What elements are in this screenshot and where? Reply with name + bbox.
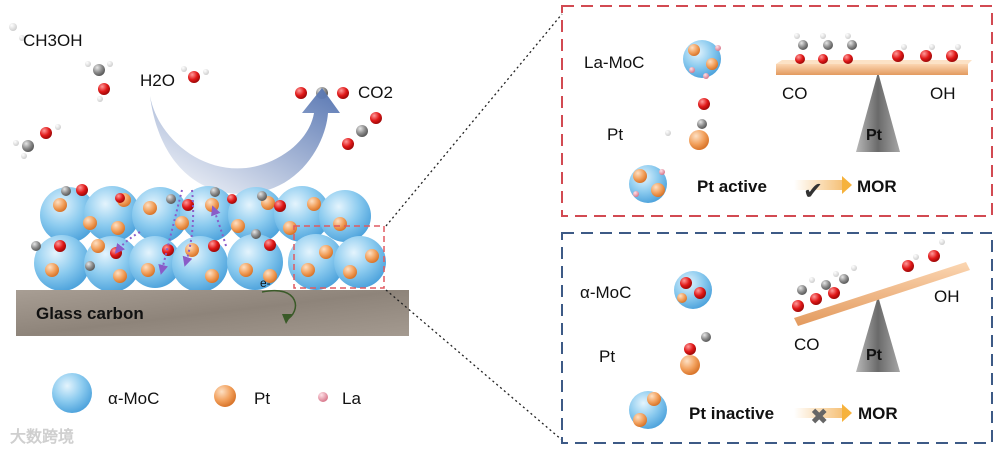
alpha-moc-particle-icon <box>674 271 712 309</box>
pt-label: Pt <box>599 347 615 366</box>
left-panel: CH3OH H2O CO2 <box>9 13 563 446</box>
legend-label-pt: Pt <box>254 389 270 408</box>
balance-left-label: CO <box>794 335 820 354</box>
result-label: MOR <box>857 177 897 196</box>
adsorbed-molecules <box>31 184 286 271</box>
methanol-molecule <box>13 124 61 159</box>
electrode-label: Glass carbon <box>36 304 144 323</box>
zoom-leader-bottom <box>385 289 563 441</box>
la-moc-panel: La-MoC Pt Pt active ✔ MOR <box>561 5 993 217</box>
legend: α-MoC Pt La <box>52 373 361 413</box>
balance-scale: Pt CO OH <box>792 239 970 372</box>
pt-label: Pt <box>607 125 623 144</box>
methanol-label: CH3OH <box>23 31 83 50</box>
catalyst-layer <box>31 184 386 292</box>
inactive-catalyst-icon <box>629 391 667 429</box>
fulcrum-icon <box>856 72 900 152</box>
balance-scale: Pt CO OH <box>776 33 972 152</box>
orange-sphere-icon <box>214 385 236 407</box>
co-adsorbates <box>792 265 857 312</box>
oh-adsorbates <box>892 44 961 62</box>
legend-label-la: La <box>342 389 361 408</box>
result-label: MOR <box>858 404 898 423</box>
electron-arrow <box>261 289 297 321</box>
la-moc-particle-icon <box>683 40 721 79</box>
alpha-moc-panel: α-MoC Pt Pt inactive ✖ MOR Pt <box>561 232 993 444</box>
fulcrum-label: Pt <box>866 127 883 144</box>
zoom-leader-top <box>385 13 563 227</box>
fulcrum-label: Pt <box>866 347 883 364</box>
co-adsorbates <box>794 33 857 64</box>
cross-icon: ✖ <box>810 404 828 429</box>
active-catalyst-icon <box>629 165 667 203</box>
support-label: La-MoC <box>584 53 644 72</box>
support-label: α-MoC <box>580 283 631 302</box>
fade-arrow-bar <box>794 408 842 418</box>
status-label: Pt inactive <box>689 404 774 423</box>
water-label: H2O <box>140 71 175 90</box>
methanol-molecule <box>85 61 113 102</box>
balance-right-label: OH <box>934 287 960 306</box>
balance-beam <box>794 262 970 326</box>
balance-right-label: OH <box>930 84 956 103</box>
balance-beam <box>776 64 968 75</box>
watermark: 大数跨境 <box>10 427 74 446</box>
fulcrum-icon <box>856 296 900 372</box>
co2-label: CO2 <box>358 83 393 102</box>
co2-molecule <box>342 112 382 150</box>
electron-label: e- <box>260 276 271 290</box>
status-label: Pt active <box>697 177 767 196</box>
blue-sphere-icon <box>52 373 92 413</box>
pt-oh-icon <box>665 98 710 150</box>
fade-arrow-bar <box>794 180 842 190</box>
reaction-arrow <box>150 88 340 194</box>
diffusion-arrows <box>114 189 227 275</box>
methanol-molecules <box>9 23 209 159</box>
checkmark-icon: ✔ <box>803 178 823 205</box>
glass-carbon-electrode <box>16 290 409 336</box>
pink-dot-icon <box>318 392 328 402</box>
pt-co-icon <box>680 332 711 375</box>
legend-label-moc: α-MoC <box>108 389 159 408</box>
water-molecule <box>181 66 209 83</box>
oh-adsorbates <box>902 239 945 272</box>
zoom-region-box <box>293 225 385 289</box>
top-row-spheres <box>40 186 371 243</box>
balance-left-label: CO <box>782 84 808 103</box>
